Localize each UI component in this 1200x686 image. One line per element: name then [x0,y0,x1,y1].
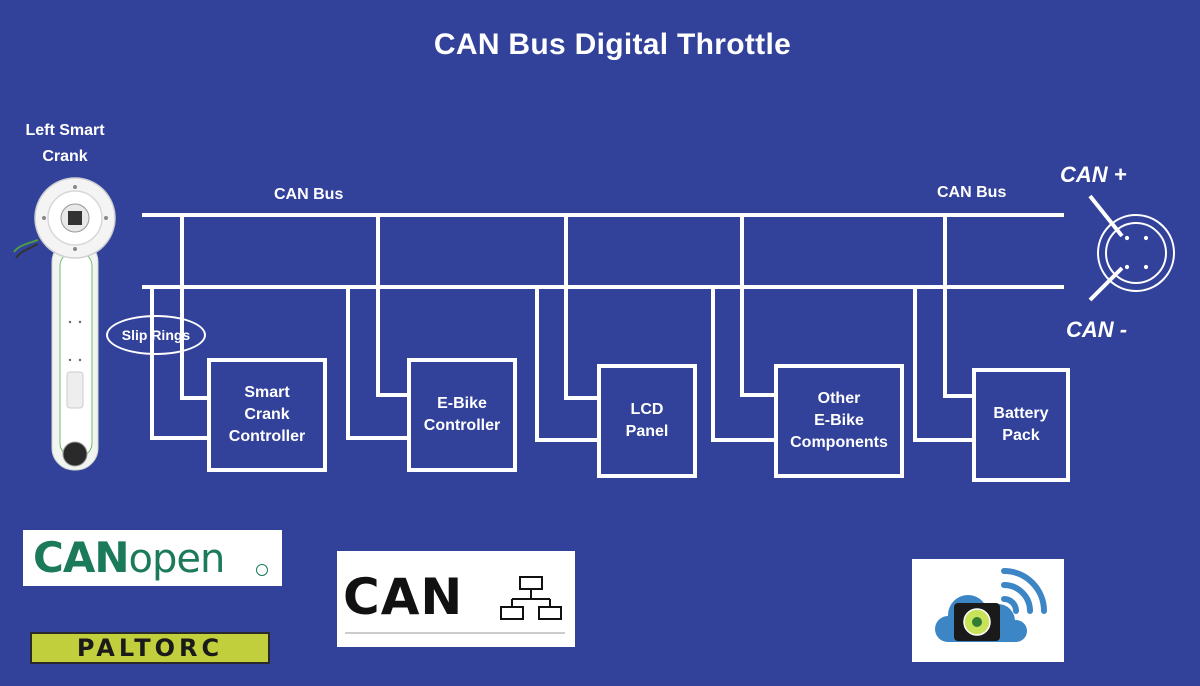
drop-top-4 [740,215,775,397]
can-network-logo: CAN [337,551,575,647]
slip-rings-label: Slip Rings [106,315,206,355]
component-box-battery-pack: Battery Pack [972,368,1070,482]
component-box-other-components: Other E-Bike Components [774,364,904,478]
can-bus-label-left: CAN Bus [274,186,344,203]
component-label: LCD Panel [625,401,669,440]
canopen-logo: CANopen [23,530,282,586]
paltorc-logo: PALTORC [30,632,270,664]
cloud-wifi-icon [935,568,1047,642]
component-label: Smart Crank Controller [228,384,306,445]
drop-bottom-4 [711,287,775,442]
can-bus-label-right: CAN Bus [937,184,1007,201]
can-connector-icon [1088,194,1175,302]
component-label: Other E-Bike Components [790,390,888,451]
registered-mark-icon [256,564,268,576]
smart-crank-icon [13,177,116,471]
component-box-ebike-controller: E-Bike Controller [407,358,517,472]
network-icon [345,576,565,634]
drop-bottom-3 [535,287,598,442]
component-label: Battery Pack [993,405,1049,444]
drop-top-1 [180,215,208,400]
can-minus-label: CAN - [1066,317,1128,342]
diagram-title: CAN Bus Digital Throttle [433,28,792,61]
component-label: E-Bike Controller [423,395,501,434]
drop-top-2 [376,215,408,397]
cloud-wifi-logo [912,559,1064,662]
drop-top-5 [943,215,973,398]
component-box-smart-crank-controller: Smart Crank Controller [207,358,327,472]
canopen-logo-strong: CAN [33,533,129,582]
can-logo-text: CAN [343,568,464,626]
drop-top-3 [564,215,598,400]
paltorc-logo-text: PALTORC [76,634,224,662]
can-plus-label: CAN + [1060,162,1127,187]
drop-bottom-5 [913,287,973,442]
crank-label: Left Smart Crank [25,122,105,165]
component-box-lcd-panel: LCD Panel [597,364,697,478]
canopen-logo-light: open [128,536,225,582]
drop-bottom-2 [346,287,408,440]
